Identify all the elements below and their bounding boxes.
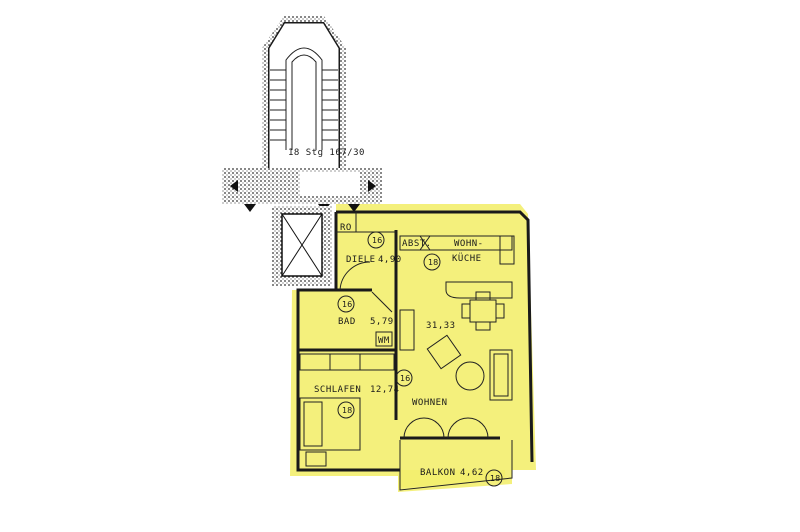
room-bad-label: BAD [338,317,356,327]
nightstand [305,451,327,467]
bed [299,397,361,451]
wardrobe [299,353,395,371]
arrow-down-icon [348,204,360,212]
stair-wall-hatch [262,16,346,48]
highlight-balkon [398,470,512,492]
room-wohnen-number: 16 [400,374,410,383]
kitchen-island [445,281,513,299]
stair-wall-hatch-right [340,48,346,173]
highlight-main [290,204,536,488]
apartment-walls [296,210,534,472]
room-wohnkueche-number: 18 [428,258,438,267]
sofa-seat [493,353,509,397]
furniture [299,235,515,467]
door-arc [403,417,445,439]
diele-door-arc [339,261,371,291]
door-arc [447,417,489,439]
room-labels: RO 16 DIELE 4,90 ABST. WOHN- KÜCHE 18 16… [314,223,500,483]
room-bad-area: 5,79 [370,317,394,327]
apartment-highlight [290,204,536,492]
room-schlafen-number: 18 [342,406,352,415]
arrow-left-icon [230,180,238,192]
room-wm-label: WM [378,336,390,346]
room-balkon-area: 4,62 [460,468,484,478]
room-ro-number: 16 [372,236,382,245]
stair-wall-hatch-left [262,48,268,173]
room-diele-area: 4,90 [378,255,402,265]
landing-open [300,172,360,196]
stair-flight-outline [285,47,323,150]
chair-icon [475,321,491,331]
room-ro-label: RO [340,223,352,233]
room-schlafen-label: SCHLAFEN [314,385,361,395]
sofa [489,349,513,401]
staircase: 18 Stg 167/30 [262,16,365,173]
room-wohnen-area: 31,33 [426,321,456,331]
arrow-right-icon [368,180,376,192]
chair-icon [495,303,505,319]
room-wohnen-label: WOHNEN [412,398,448,408]
wall-outer-top-right [336,210,534,463]
kitchen-mark [419,235,431,251]
chair-icon [475,291,491,301]
wm-box [375,331,393,347]
room-balkon-label: BALKON [420,468,456,478]
bath-door-swing [371,291,393,313]
arrow-down-icon [244,204,256,212]
room-schlafen-area: 12,74 [370,385,400,395]
room-wohnkueche-label: WOHN- [454,239,484,249]
balcony-outline [399,440,513,491]
stair-flight-inner [291,54,317,150]
elevator-cross [281,213,323,277]
room-diele-label: DIELE [346,255,376,265]
kitchen-counter [399,235,513,251]
wall-outer-left [296,212,400,472]
stair-steps [270,69,338,141]
room-balkon-number: 18 [490,474,500,483]
room-bad-number: 16 [342,300,352,309]
living-shelf [399,309,415,351]
elevator-shaft [272,206,332,286]
coffee-table [455,361,485,391]
landing [222,168,382,212]
chair-icon [461,303,471,319]
room-wohnkueche-label2: KÜCHE [452,253,482,264]
stair-label: 18 Stg 167/30 [288,148,365,158]
bed-pillow [303,401,323,447]
armchair-icon [426,334,462,370]
room-number-markers [337,231,503,487]
room-abst-label: ABST. [402,239,432,249]
kitchen-counter-side [499,235,515,265]
